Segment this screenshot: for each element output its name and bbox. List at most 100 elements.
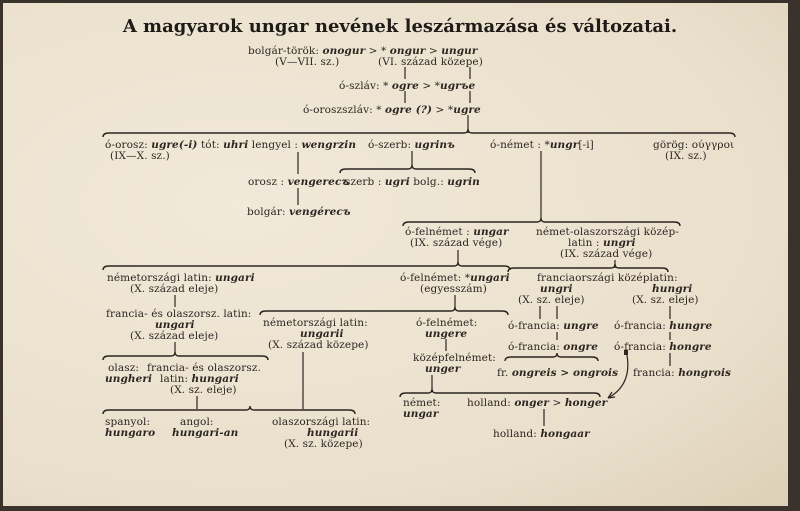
- bracket: [259, 306, 509, 316]
- word-form: ongreis > ongrois: [511, 367, 619, 379]
- node-fol1-d: (X. század eleje): [130, 330, 218, 342]
- word-form: honger: [564, 397, 608, 409]
- word-form: ugre: [453, 104, 481, 116]
- node-fol1: francia- és olaszorsz. latin:: [106, 308, 251, 320]
- label-text: ó-oroszszláv: *: [303, 104, 385, 116]
- node-fol1-f: ungari: [155, 319, 195, 331]
- label-text: (IX. sz.): [665, 150, 707, 162]
- word-form: ugri: [384, 176, 410, 188]
- page-title: A magyarok ungar nevének leszármazása és…: [122, 16, 678, 37]
- label-text: ó-francia:: [508, 341, 564, 353]
- word-form: ogre (?): [385, 104, 433, 116]
- label-text: angol:: [180, 416, 214, 428]
- label-text: > *: [365, 45, 390, 57]
- label-text: bolgár-török:: [248, 45, 323, 57]
- label-text: francia:: [633, 367, 679, 379]
- label-text: > *: [418, 80, 440, 92]
- node-oor: ó-orosz: ugre(-i) tót: uhri lengyel : we…: [105, 139, 356, 151]
- label-text: szerb :: [345, 176, 385, 188]
- node-kfn: középfelnémet:: [413, 352, 496, 364]
- label-text: német-olaszországi közép-: [536, 226, 679, 238]
- label-text: németországi latin:: [263, 317, 368, 329]
- label-text: (X. század eleje): [130, 330, 219, 342]
- node-holl1: holland: onger > honger: [467, 397, 607, 409]
- word-form: wengrzin: [301, 139, 357, 151]
- node-ooszl: ó-oroszszláv: * ogre (?) > *ugre: [303, 104, 481, 116]
- arrow-start-marker: [624, 350, 628, 355]
- label-text: ó-francia:: [508, 320, 564, 332]
- word-form: ungre: [563, 320, 599, 332]
- label-text: ó-német : *: [490, 139, 550, 151]
- label-text: francia- és olaszorsz.: [147, 362, 261, 374]
- label-text: ó-felnémet: *: [400, 272, 471, 284]
- label-text: német:: [403, 397, 441, 409]
- node-bolgar: bolgár: vengérecъ: [247, 206, 351, 218]
- node-francia: francia: hongrois: [633, 367, 731, 379]
- node-fk-b: hungri: [652, 283, 692, 295]
- node-orosz: orosz : vengerecъ: [248, 176, 349, 188]
- node-spanyol-f: hungaro: [105, 427, 155, 439]
- word-form: onogur: [322, 45, 366, 57]
- node-nl2-d: (X. század közepe): [268, 339, 369, 351]
- node-ofr1: ó-francia: ungre: [508, 320, 599, 332]
- label-text: ó-francia:: [614, 341, 670, 353]
- label-text: orosz :: [248, 176, 288, 188]
- label-text: (egyesszám): [420, 283, 487, 295]
- label-text: fr.: [497, 367, 512, 379]
- word-form: hungari: [191, 373, 239, 385]
- node-ofn1-d: (IX. század vége): [410, 237, 502, 249]
- bracket: [102, 405, 356, 415]
- label-text: > *: [432, 104, 454, 116]
- node-holl2: holland: hongaar: [493, 428, 590, 440]
- node-kfn-f: unger: [425, 363, 460, 375]
- node-gorog-d: (IX. sz.): [665, 150, 707, 162]
- label-text: (V—VII. sz.): [275, 56, 340, 68]
- word-form: hungarii: [307, 427, 359, 439]
- word-form: vengérecъ: [289, 206, 351, 218]
- label-text: lengyel :: [248, 139, 302, 151]
- word-form: hongre: [669, 341, 712, 353]
- bracket: [402, 217, 681, 227]
- label-text: olaszországi latin:: [272, 416, 371, 428]
- word-form: ugre(-i): [151, 139, 198, 151]
- label-text: ó-szerb:: [368, 139, 415, 151]
- word-form: ungri: [602, 237, 636, 249]
- node-ofn2-d: (egyesszám): [420, 283, 487, 295]
- node-angol-f: hungari-an: [172, 427, 238, 439]
- word-form: uhri: [223, 139, 249, 151]
- word-form: hungri: [652, 283, 693, 295]
- node-ofn3: ó-felnémet:: [416, 317, 477, 329]
- bracket: [399, 388, 601, 398]
- word-form: unger: [425, 363, 461, 375]
- node-olasz: olasz:: [108, 362, 139, 374]
- label-text: latin:: [160, 373, 192, 385]
- node-nl1-d: (X. század eleje): [130, 283, 218, 295]
- word-form: hungari-an: [172, 427, 239, 439]
- node-nl2: németországi latin:: [263, 317, 368, 329]
- node-oor-d: (IX—X. sz.): [110, 150, 170, 162]
- node-nl1: németországi latin: ungari: [107, 272, 255, 284]
- label-text: bolgár:: [247, 206, 290, 218]
- label-text: bolg.:: [409, 176, 448, 188]
- word-form: vengerecъ: [287, 176, 350, 188]
- bracket: [507, 263, 669, 273]
- node-oll-f: hungarii: [307, 427, 358, 439]
- bracket: [504, 352, 599, 362]
- word-form: ungari: [470, 272, 510, 284]
- node-fol2-d: (X. sz. eleje): [170, 384, 237, 396]
- label-text: ó-szláv: *: [339, 80, 392, 92]
- node-osz: ó-szláv: * ogre > *ugrъe: [339, 80, 475, 92]
- derivation-arrow: [607, 354, 629, 399]
- node-nol2: latin : ungri: [568, 237, 636, 249]
- word-form: ongur: [389, 45, 426, 57]
- word-form: ungheri: [105, 373, 153, 385]
- word-form: ungur: [441, 45, 478, 57]
- word-form: ungar: [403, 408, 439, 420]
- label-text: holland:: [467, 397, 515, 409]
- bracket: [102, 261, 511, 271]
- node-ofn1: ó-felnémet : ungar: [405, 226, 509, 238]
- document-page: [3, 3, 788, 506]
- word-form: ungri: [540, 283, 573, 295]
- word-form: hongrois: [678, 367, 732, 379]
